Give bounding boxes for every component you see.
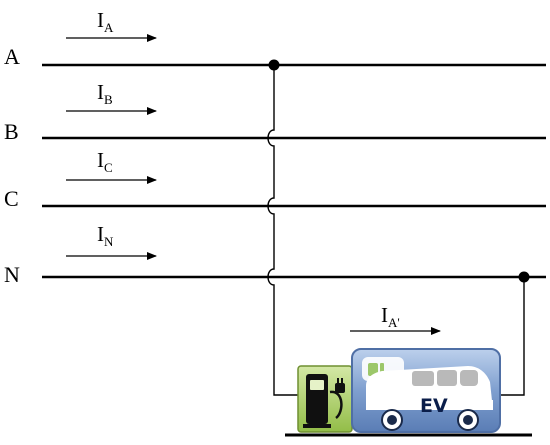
current-label-a: IA — [97, 8, 114, 35]
ev-van-icon: EV — [351, 348, 501, 433]
charger-station — [297, 365, 353, 433]
ev-label: EV — [420, 395, 448, 417]
line-label-n: N — [4, 262, 20, 287]
line-label-a: A — [4, 44, 20, 69]
line-label-c: C — [4, 186, 19, 211]
junction-dot-n — [518, 271, 530, 283]
current-label-b: IB — [97, 80, 113, 107]
load-current-label: IA' — [381, 303, 400, 330]
fuel-pump-icon — [303, 374, 331, 428]
line-label-b: B — [4, 119, 19, 144]
phase-a-tap-wire — [267, 65, 298, 396]
neutral-tap-wire — [500, 277, 525, 396]
current-label-n: IN — [97, 222, 114, 249]
current-label-c: IC — [97, 148, 113, 175]
junction-dot-a — [268, 59, 280, 71]
plug-icon — [329, 378, 345, 419]
